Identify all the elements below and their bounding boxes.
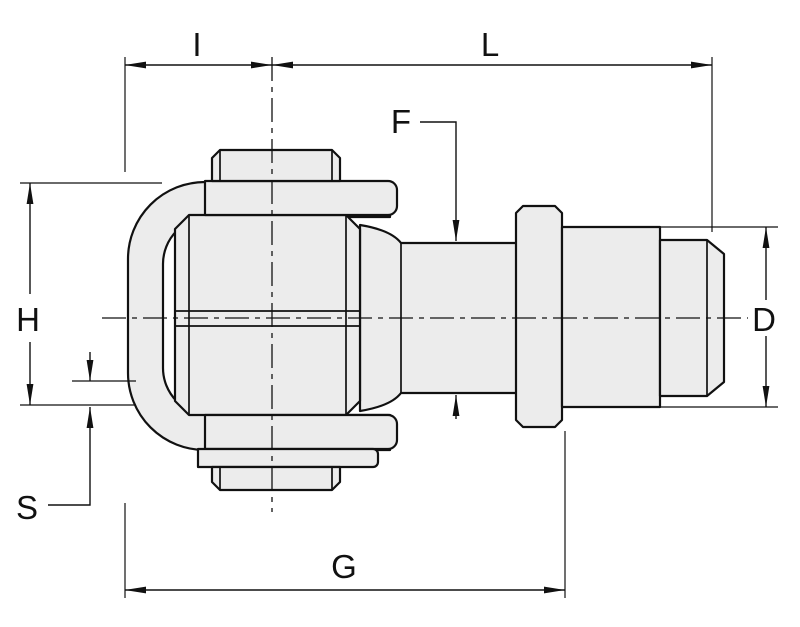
top-plate bbox=[203, 179, 399, 217]
part-geometry bbox=[126, 148, 726, 492]
dimension-label-H: H bbox=[16, 301, 40, 338]
top-pin-end bbox=[210, 148, 342, 183]
bottom-plate bbox=[203, 413, 399, 451]
dimension-label-G: G bbox=[331, 548, 357, 585]
bottom-washer bbox=[196, 447, 380, 469]
dimension-label-S: S bbox=[16, 489, 38, 526]
dimension-leader-S-bottom bbox=[48, 407, 94, 506]
dimension-leader-F-top bbox=[420, 121, 460, 241]
pivot-bushing bbox=[173, 213, 362, 417]
dimension-label-I: I bbox=[192, 26, 201, 63]
flange-nut bbox=[514, 204, 564, 429]
dimension-graphics bbox=[20, 57, 778, 598]
centerlines bbox=[102, 57, 748, 512]
dimension-label-D: D bbox=[752, 301, 776, 338]
shoulder-cylinder bbox=[560, 225, 662, 409]
dimension-label-L: L bbox=[481, 26, 499, 63]
dimension-labels: I L F H D S G bbox=[16, 26, 776, 585]
dimension-label-F: F bbox=[391, 103, 411, 140]
bottom-pin-end bbox=[210, 465, 342, 492]
